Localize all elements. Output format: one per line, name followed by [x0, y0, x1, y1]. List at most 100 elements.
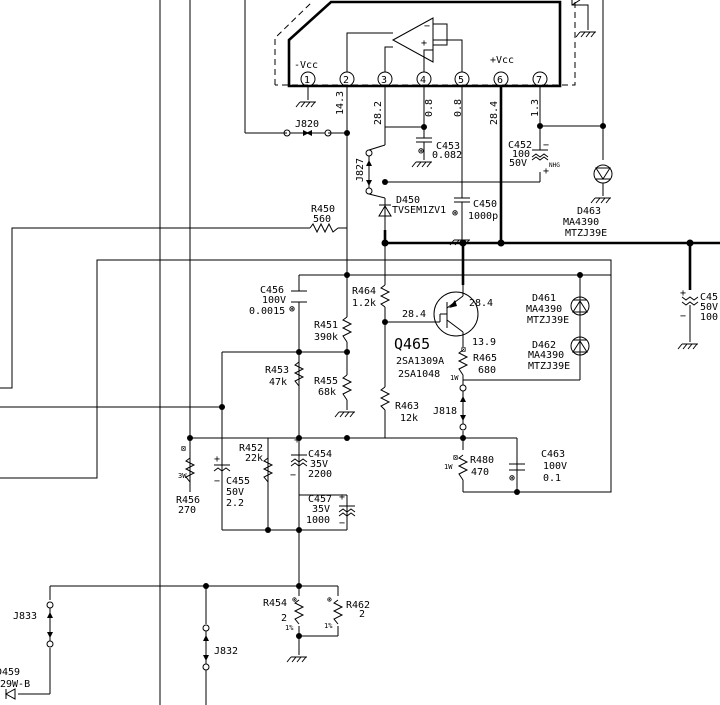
- capacitor-c455: +− C455 50V 2.2: [213, 454, 250, 509]
- svg-text:MA4390: MA4390: [528, 350, 564, 361]
- svg-text:0.082: 0.082: [432, 150, 462, 161]
- svg-text:35V: 35V: [312, 504, 330, 515]
- diode-d462: D462 MA4390 MTZJ39E: [528, 336, 590, 372]
- resistor-r464: R464 1.2k: [352, 284, 391, 309]
- ic-pins: 1 2 3 4 5 6 7: [300, 71, 548, 87]
- svg-text:−: −: [339, 518, 345, 529]
- q465-base-voltage: 28.4: [402, 309, 426, 320]
- pin-5-label: 5: [458, 75, 464, 86]
- svg-text:R451: R451: [314, 320, 338, 331]
- resistor-r480: ⊠ 1W R480 470: [444, 453, 494, 481]
- svg-text:J818: J818: [433, 406, 457, 417]
- svg-text:100: 100: [512, 149, 530, 160]
- svg-text:100V: 100V: [262, 295, 286, 306]
- diode-d459: D459 29W-B: [0, 667, 30, 700]
- svg-text:29W-B: 29W-B: [0, 679, 30, 690]
- svg-text:C463: C463: [541, 449, 565, 460]
- resistor-r463: R463 12k: [379, 386, 419, 424]
- q465-emitter-voltage: 28.4: [469, 298, 493, 309]
- svg-text:0.1: 0.1: [543, 473, 561, 484]
- svg-text:D459: D459: [0, 667, 20, 678]
- svg-text:47k: 47k: [269, 377, 287, 388]
- svg-text:390k: 390k: [314, 332, 338, 343]
- svg-text:D463: D463: [577, 206, 601, 217]
- diode-d463: D463 MA4390 MTZJ39E: [563, 164, 613, 239]
- svg-text:2SA1048: 2SA1048: [398, 369, 440, 380]
- svg-text:R450: R450: [311, 204, 335, 215]
- jumper-j827: J827: [355, 144, 386, 199]
- capacitor-c456: ⊛ C456 100V 0.0015: [249, 285, 307, 317]
- svg-text:C45: C45: [700, 292, 718, 303]
- svg-text:⊛: ⊛: [509, 473, 515, 484]
- pin-1-label: 1: [304, 75, 310, 86]
- svg-text:−: −: [680, 311, 686, 322]
- svg-text:560: 560: [313, 214, 331, 225]
- pin-voltages: 14.3 28.2 0.8 0.8 28.4 1.3: [335, 91, 541, 125]
- jumper-j833: J833: [13, 601, 54, 648]
- svg-text:470: 470: [471, 467, 489, 478]
- diode-d461: D461 MA4390 MTZJ39E: [526, 293, 590, 326]
- svg-text:28.4: 28.4: [489, 101, 500, 125]
- svg-text:TVSEM1ZV1: TVSEM1ZV1: [392, 205, 446, 216]
- svg-text:J833: J833: [13, 611, 37, 622]
- junctions: [187, 123, 694, 639]
- svg-text:R454: R454: [263, 598, 287, 609]
- svg-text:68k: 68k: [318, 387, 336, 398]
- capacitor-c450: ⊛ C450 1000p: [449, 197, 498, 246]
- resistor-r452: R452 22k: [239, 443, 274, 483]
- svg-text:MTZJ39E: MTZJ39E: [528, 361, 570, 372]
- svg-text:0.8: 0.8: [424, 99, 435, 117]
- svg-text:⊛: ⊛: [289, 304, 295, 315]
- plus-vcc-label: +Vcc: [490, 55, 514, 66]
- svg-text:0.0015: 0.0015: [249, 306, 285, 317]
- svg-text:J827: J827: [355, 158, 366, 182]
- svg-text:−: −: [424, 21, 430, 32]
- svg-text:100: 100: [700, 312, 718, 323]
- resistor-r462: ⊛ R462 2 1%: [324, 595, 370, 630]
- svg-text:1W: 1W: [450, 374, 459, 382]
- ic-block: − + 1 2 3 4 5 6 7 -Vcc +Vcc: [274, 0, 597, 88]
- minus-vcc-label: -Vcc: [294, 60, 318, 71]
- svg-text:12k: 12k: [400, 413, 418, 424]
- svg-text:C452: C452: [508, 140, 532, 151]
- svg-text:C456: C456: [260, 285, 284, 296]
- svg-text:R465: R465: [473, 353, 497, 364]
- svg-text:1W: 1W: [444, 463, 453, 471]
- svg-text:⊛: ⊛: [292, 595, 297, 604]
- svg-text:3W: 3W: [178, 472, 187, 480]
- svg-text:−: −: [543, 140, 549, 151]
- svg-text:28.2: 28.2: [373, 101, 384, 125]
- capacitor-c457: +− C457 35V 1000: [306, 492, 356, 529]
- svg-text:50V: 50V: [509, 158, 527, 169]
- pin-4-label: 4: [420, 75, 426, 86]
- svg-text:1.2k: 1.2k: [352, 298, 376, 309]
- svg-text:1000: 1000: [306, 515, 330, 526]
- svg-text:+: +: [543, 166, 549, 177]
- svg-text:+: +: [339, 492, 345, 503]
- svg-text:+: +: [294, 435, 300, 446]
- resistor-r450: R450 560: [309, 204, 339, 234]
- svg-text:270: 270: [178, 505, 196, 516]
- diode-d450: D450 TVSEM1ZV1: [378, 195, 446, 230]
- svg-text:2: 2: [359, 609, 365, 620]
- svg-text:⊠: ⊠: [461, 345, 466, 354]
- capacitor-c45x: +− C45 50V 100: [677, 288, 718, 350]
- svg-text:1.3: 1.3: [530, 99, 541, 117]
- svg-text:R453: R453: [265, 365, 289, 376]
- resistor-r454: ⊛ R454 2 1%: [263, 595, 308, 663]
- svg-text:2: 2: [281, 613, 287, 624]
- svg-text:D462: D462: [532, 340, 556, 351]
- svg-text:⊛: ⊛: [452, 208, 458, 219]
- capacitor-c453: ⊛ C453 0.082: [411, 137, 462, 168]
- svg-text:R480: R480: [470, 455, 494, 466]
- capacitor-c463: ⊛ C463 100V 0.1: [509, 449, 567, 484]
- svg-text:D450: D450: [396, 195, 420, 206]
- svg-text:2.2: 2.2: [226, 498, 244, 509]
- svg-text:J832: J832: [214, 646, 238, 657]
- svg-text:⊛: ⊛: [418, 146, 424, 157]
- svg-text:R455: R455: [314, 376, 338, 387]
- svg-text:C453: C453: [436, 141, 460, 152]
- pin-3-label: 3: [381, 75, 387, 86]
- svg-text:680: 680: [478, 365, 496, 376]
- svg-text:⊠: ⊠: [453, 453, 458, 462]
